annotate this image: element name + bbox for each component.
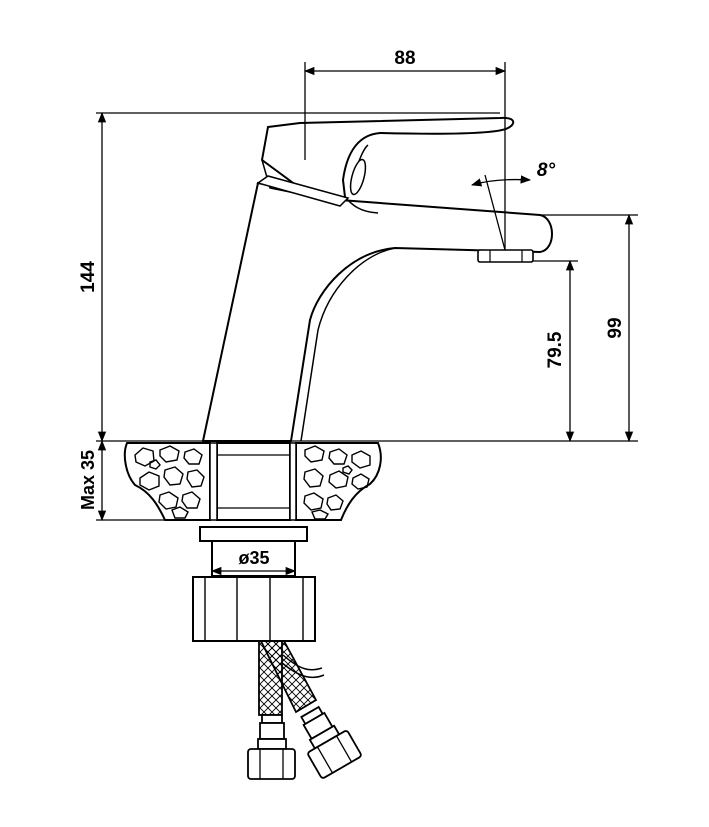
label-88: 88 xyxy=(394,48,415,69)
washer xyxy=(199,526,308,542)
aerator xyxy=(477,249,534,263)
dimension-lines xyxy=(97,66,634,576)
label-144: 144 xyxy=(78,261,99,293)
label-79-5: 79.5 xyxy=(545,331,566,368)
hose-right xyxy=(259,640,318,714)
hose-nut-right xyxy=(307,730,362,779)
stone-right xyxy=(295,442,382,521)
lever-pivot xyxy=(349,158,367,196)
flexible-hoses xyxy=(247,640,362,780)
countertop-section xyxy=(123,442,382,521)
extension-lines xyxy=(96,62,638,521)
label-8deg: 8° xyxy=(537,160,556,181)
faucet-column xyxy=(201,181,553,442)
label-35dia: ø35 xyxy=(238,548,269,568)
label-max35: Max 35 xyxy=(78,450,98,510)
fixing-assembly xyxy=(192,526,316,642)
dim-arc-8deg xyxy=(471,175,532,187)
lever-handle xyxy=(260,116,515,202)
label-99: 99 xyxy=(605,317,626,338)
faucet-body xyxy=(201,116,553,442)
dimension-labels: 88 8° 144 99 79.5 Max 35 ø35 xyxy=(78,48,626,568)
fixing-nut xyxy=(192,576,316,642)
mounting-shank xyxy=(216,442,291,521)
hose-nut-left xyxy=(247,748,296,780)
